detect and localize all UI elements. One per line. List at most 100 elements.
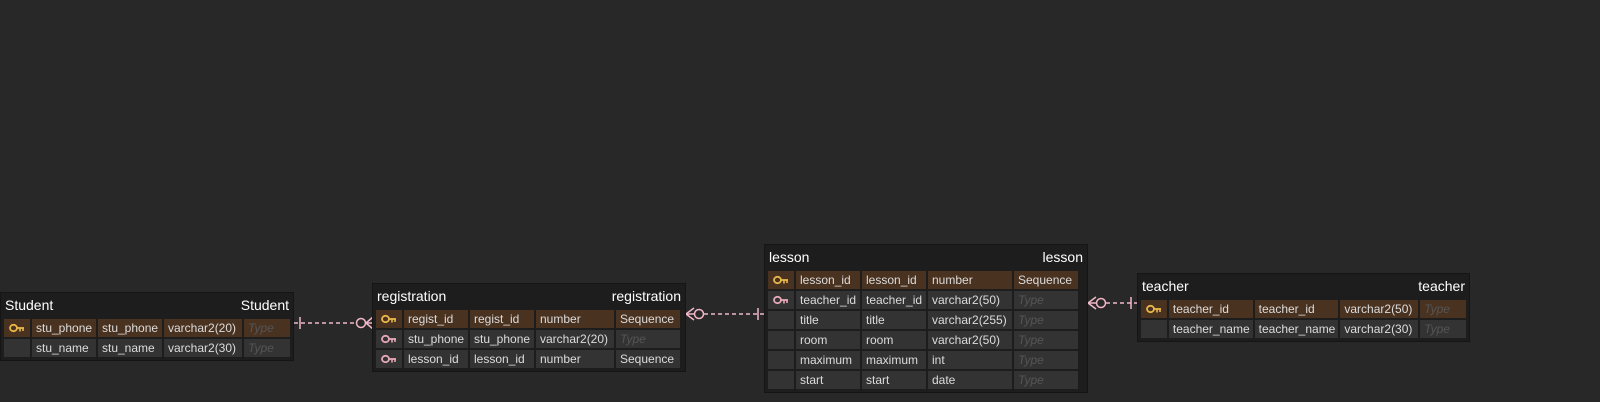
column-name[interactable]: maximum [796, 351, 860, 369]
primary-key-icon [1141, 300, 1167, 318]
column-type[interactable]: varchar2(50) [1340, 300, 1419, 318]
column-type[interactable]: varchar2(50) [928, 291, 1012, 309]
column-default-placeholder[interactable]: Type [616, 330, 680, 348]
column-default-placeholder[interactable]: Type [244, 319, 290, 337]
column-logical-name[interactable]: teacher_id [862, 291, 926, 309]
primary-key-icon [4, 319, 30, 337]
column-default-placeholder[interactable]: Type [1014, 351, 1078, 369]
relation-registration-lesson[interactable] [685, 307, 764, 321]
empty-icon-cell [768, 331, 794, 349]
column-name[interactable]: room [796, 331, 860, 349]
column-logical-name[interactable]: stu_name [98, 339, 162, 357]
column-default-placeholder[interactable]: Type [1014, 331, 1078, 349]
table-header[interactable]: registration registration [376, 284, 682, 308]
relation-student-registration[interactable] [294, 316, 374, 330]
foreign-key-icon [376, 350, 402, 368]
column-type[interactable]: number [928, 271, 1012, 289]
table-name: registration [377, 288, 447, 304]
column-logical-name[interactable]: start [862, 371, 926, 389]
column-name[interactable]: stu_phone [32, 319, 96, 337]
column-default-placeholder[interactable]: Type [1420, 300, 1466, 318]
column-default-placeholder[interactable]: Type [1014, 291, 1078, 309]
empty-icon-cell [768, 371, 794, 389]
column-default-placeholder[interactable]: Type [1014, 371, 1078, 389]
column-logical-name[interactable]: maximum [862, 351, 926, 369]
column-default-placeholder[interactable]: Type [1014, 311, 1078, 329]
column-logical-name[interactable]: lesson_id [470, 350, 534, 368]
column-name[interactable]: teacher_id [796, 291, 860, 309]
column-type[interactable]: date [928, 371, 1012, 389]
column-name[interactable]: start [796, 371, 860, 389]
table-alias: registration [611, 288, 681, 304]
column-logical-name[interactable]: teacher_name [1254, 320, 1339, 338]
column-name[interactable]: regist_id [404, 310, 468, 328]
column-type[interactable]: varchar2(255) [928, 311, 1012, 329]
table-alias: Student [240, 297, 289, 313]
column-name[interactable]: lesson_id [796, 271, 860, 289]
column-name[interactable]: teacher_id [1168, 300, 1253, 318]
column-name[interactable]: teacher_name [1168, 320, 1253, 338]
column-name[interactable]: stu_name [32, 339, 96, 357]
column-type[interactable]: varchar2(20) [536, 330, 614, 348]
primary-key-icon [376, 310, 402, 328]
column-default-placeholder[interactable]: Type [244, 339, 290, 357]
column-logical-name[interactable]: stu_phone [470, 330, 534, 348]
table-alias: lesson [1042, 249, 1083, 265]
column-type[interactable]: varchar2(30) [1340, 320, 1419, 338]
column-type[interactable]: number [536, 350, 614, 368]
column-type[interactable]: varchar2(20) [164, 319, 242, 337]
column-name[interactable]: stu_phone [404, 330, 468, 348]
empty-icon-cell [1141, 320, 1167, 338]
column-default-placeholder[interactable]: Type [1420, 320, 1466, 338]
column-logical-name[interactable]: room [862, 331, 926, 349]
table-alias: teacher [1418, 278, 1465, 294]
foreign-key-icon [768, 291, 794, 309]
column-name[interactable]: lesson_id [404, 350, 468, 368]
column-type[interactable]: varchar2(50) [928, 331, 1012, 349]
empty-icon-cell [768, 311, 794, 329]
table-header[interactable]: lesson lesson [768, 245, 1084, 269]
column-logical-name[interactable]: stu_phone [98, 319, 162, 337]
table-header[interactable]: Student Student [4, 293, 290, 317]
column-type[interactable]: int [928, 351, 1012, 369]
column-default[interactable]: Sequence [1014, 271, 1078, 289]
column-type[interactable]: number [536, 310, 614, 328]
column-type[interactable]: varchar2(30) [164, 339, 242, 357]
column-logical-name[interactable]: lesson_id [862, 271, 926, 289]
relation-lesson-teacher[interactable] [1087, 296, 1137, 310]
column-logical-name[interactable]: regist_id [470, 310, 534, 328]
column-logical-name[interactable]: title [862, 311, 926, 329]
foreign-key-icon [376, 330, 402, 348]
table-name: lesson [769, 249, 810, 265]
column-logical-name[interactable]: teacher_id [1254, 300, 1339, 318]
primary-key-icon [768, 271, 794, 289]
table-header[interactable]: teacher teacher [1141, 274, 1466, 298]
column-default[interactable]: Sequence [616, 310, 680, 328]
column-name[interactable]: title [796, 311, 860, 329]
table-name: Student [5, 297, 54, 313]
column-default[interactable]: Sequence [616, 350, 680, 368]
